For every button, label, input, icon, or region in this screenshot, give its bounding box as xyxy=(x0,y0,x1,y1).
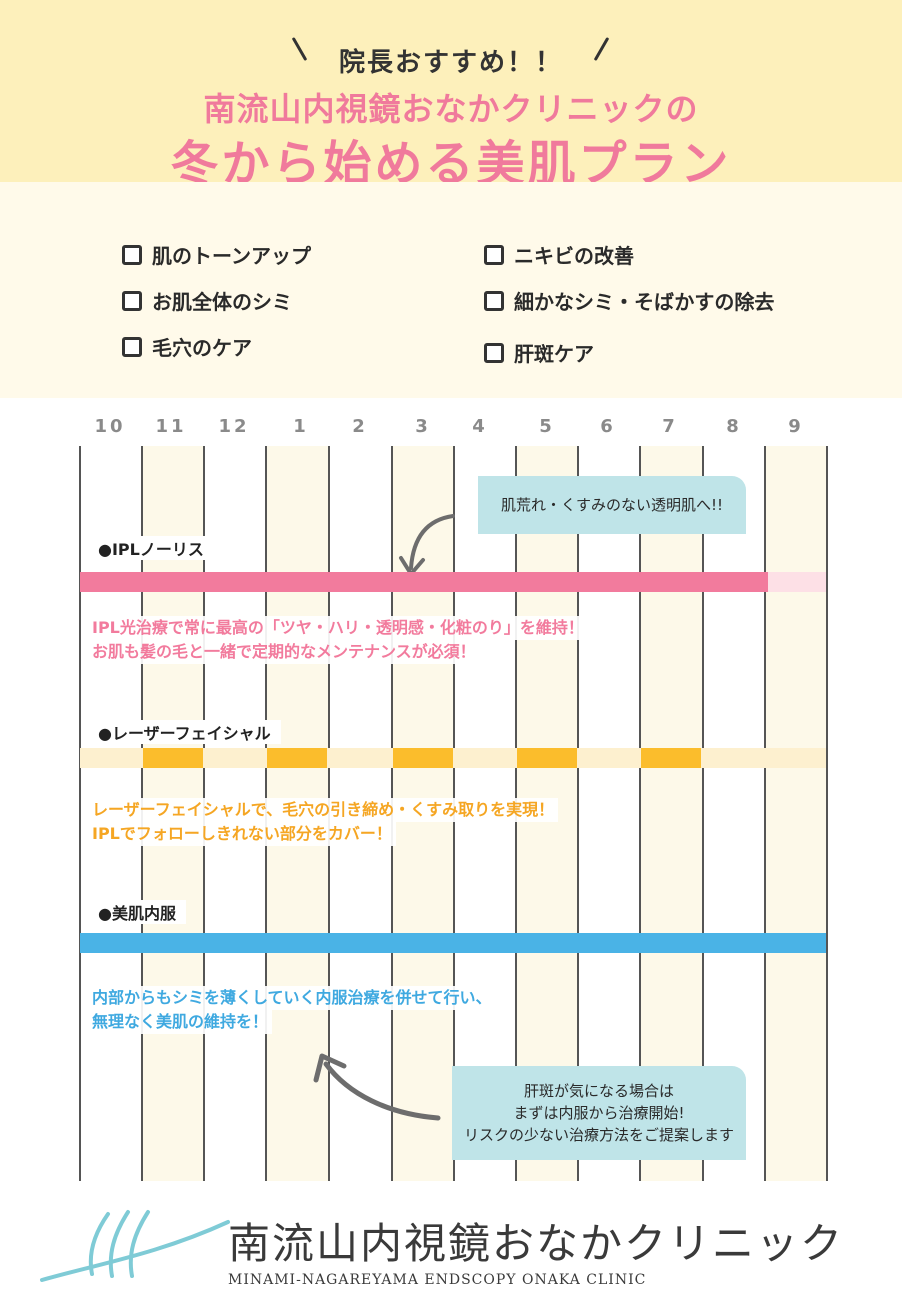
bubble-text: 肌荒れ・くすみのない透明肌へ!! xyxy=(500,496,724,514)
oral-description-line: 無理なく美肌の維持を！ xyxy=(88,1010,273,1034)
treatment-timeline: 10 11 12 1 2 3 4 5 6 7 8 9 肌荒れ・くすみのない透明肌… xyxy=(0,398,902,1188)
footer: 南流山内視鏡おなかクリニック MINAMI-NAGAREYAMA ENDSCOP… xyxy=(0,1188,902,1297)
laser-session xyxy=(267,748,327,768)
laser-session xyxy=(517,748,577,768)
ipl-label: ●IPLノーリス xyxy=(94,536,214,560)
header-banner: 院長おすすめ！！ 南流山内視鏡おなかクリニックの 冬から始める美肌プラン xyxy=(0,0,902,192)
month-label: 7 xyxy=(662,416,678,437)
grid-line xyxy=(79,446,81,1181)
laser-session xyxy=(641,748,701,768)
curved-arrow-icon xyxy=(313,1053,441,1121)
month-label: 6 xyxy=(600,416,616,437)
laser-session xyxy=(143,748,203,768)
laser-description-line: IPLでフォローしきれない部分をカバー！ xyxy=(88,822,396,846)
oral-description: 内部からもシミを薄くしていく内服治療を併せて行い、 無理なく美肌の維持を！ xyxy=(88,986,496,1034)
check-item: お肌全体のシミ xyxy=(122,286,292,315)
check-item: 毛穴のケア xyxy=(122,332,252,361)
checkbox-icon xyxy=(484,244,504,265)
month-label: 3 xyxy=(415,416,431,437)
concern-checklist: 肌のトーンアップ お肌全体のシミ 毛穴のケア ニキビの改善 細かなシミ・そばかす… xyxy=(0,182,902,398)
clinic-logo xyxy=(40,1210,230,1282)
laser-track xyxy=(80,748,826,768)
ipl-description: IPL光治療で常に最高の「ツヤ・ハリ・透明感・化粧のり」を維持！ お肌も髪の毛と… xyxy=(88,616,588,664)
oral-description-line: 内部からもシミを薄くしていく内服治療を併せて行い、 xyxy=(88,986,496,1010)
ipl-description-line: IPL光治療で常に最高の「ツヤ・ハリ・透明感・化粧のり」を維持！ xyxy=(88,616,588,640)
laser-label: ●レーザーフェイシャル xyxy=(94,720,281,744)
month-column xyxy=(640,446,702,1181)
oral-label: ●美肌内服 xyxy=(94,900,186,924)
check-item: 肝斑ケア xyxy=(484,338,594,367)
speech-bubble-melasma: 肝斑が気になる場合は まずは内服から治療開始! リスクの少ない治療方法をご提案し… xyxy=(452,1066,746,1160)
grid-line xyxy=(577,446,579,1181)
month-label: 5 xyxy=(539,416,555,437)
checkbox-icon xyxy=(122,244,142,265)
bubble-text: 肝斑が気になる場合は xyxy=(523,1082,674,1100)
ipl-description-line: お肌も髪の毛と一緒で定期的なメンテナンスが必須！ xyxy=(88,640,480,664)
laser-description: レーザーフェイシャルで、毛穴の引き締め・くすみ取りを実現！ IPLでフォローしき… xyxy=(88,798,559,846)
month-label: 8 xyxy=(726,416,742,437)
checkbox-icon xyxy=(484,342,504,363)
month-label: 11 xyxy=(155,416,187,437)
check-item-label: 肌のトーンアップ xyxy=(152,244,311,268)
bubble-text: リスクの少ない治療方法をご提案します xyxy=(463,1126,734,1144)
check-item-label: 細かなシミ・そばかすの除去 xyxy=(514,290,775,314)
month-label: 2 xyxy=(352,416,368,437)
month-label: 10 xyxy=(94,416,126,437)
footer-clinic-name: 南流山内視鏡おなかクリニック xyxy=(228,1219,845,1268)
checkbox-icon xyxy=(484,290,504,311)
month-column xyxy=(766,446,828,1181)
check-item-label: ニキビの改善 xyxy=(514,244,634,268)
grid-line xyxy=(826,446,828,1181)
month-label: 4 xyxy=(472,416,488,437)
checkbox-icon xyxy=(122,290,142,311)
clinic-heading: 南流山内視鏡おなかクリニックの xyxy=(203,90,699,128)
grid-line xyxy=(764,446,766,1181)
laser-description-line: レーザーフェイシャルで、毛穴の引き締め・くすみ取りを実現！ xyxy=(88,798,559,822)
check-item-label: お肌全体のシミ xyxy=(152,290,292,314)
check-item: 細かなシミ・そばかすの除去 xyxy=(484,286,774,315)
oral-bar xyxy=(80,933,826,953)
check-item: 肌のトーンアップ xyxy=(122,240,311,269)
ipl-bar-tail xyxy=(768,572,826,592)
bubble-text: まずは内服から治療開始! xyxy=(513,1104,685,1122)
grid-line xyxy=(639,446,641,1181)
ipl-bar xyxy=(80,572,768,592)
grid-line xyxy=(702,446,704,1181)
footer-roman-name: MINAMI-NAGAREYAMA ENDSCOPY ONAKA CLINIC xyxy=(228,1272,647,1288)
month-label: 1 xyxy=(293,416,309,437)
checkbox-icon xyxy=(122,336,142,357)
check-item-label: 肝斑ケア xyxy=(514,342,594,366)
recommendation-kicker: 院長おすすめ！！ xyxy=(338,48,563,78)
check-item-label: 毛穴のケア xyxy=(152,336,252,360)
check-item: ニキビの改善 xyxy=(484,240,634,269)
laser-session xyxy=(393,748,453,768)
month-label: 12 xyxy=(218,416,250,437)
month-label: 9 xyxy=(788,416,804,437)
speech-bubble-clear-skin: 肌荒れ・くすみのない透明肌へ!! xyxy=(478,476,746,534)
